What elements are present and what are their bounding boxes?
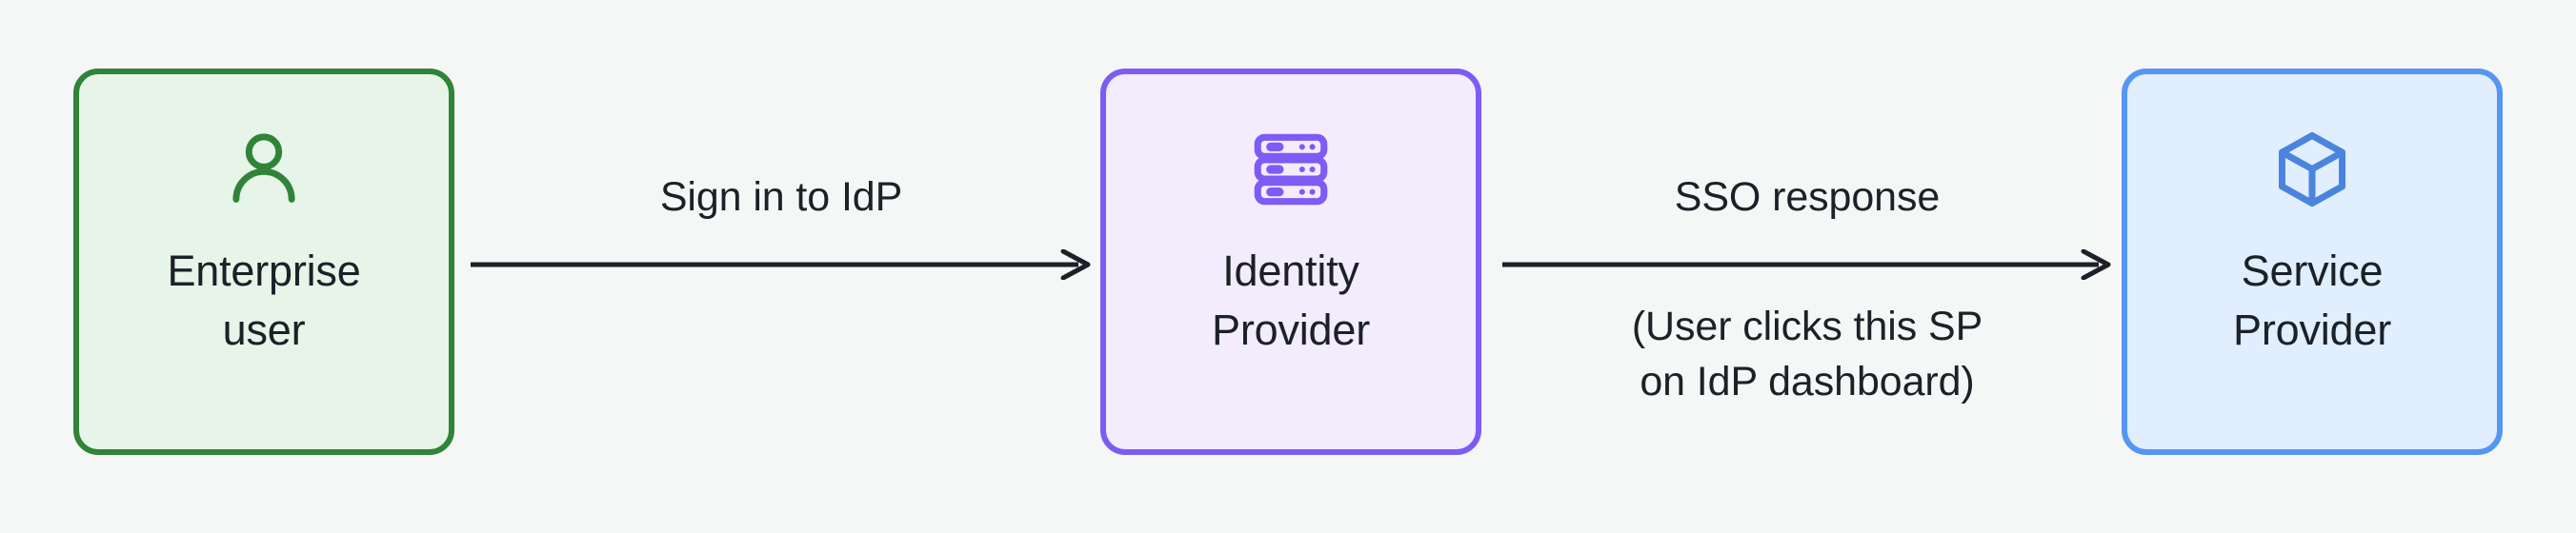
node-label-identity-provider: Identity Provider bbox=[1212, 247, 1370, 354]
edge-note-user-clicks-sp: (User clicks this SP on IdP dashboard) bbox=[1631, 304, 1983, 405]
arrow-user-to-idp bbox=[471, 249, 1091, 280]
arrow-idp-to-sp bbox=[1502, 249, 2111, 280]
node-service-provider[interactable]: Service Provider bbox=[2122, 69, 2503, 455]
cube-icon bbox=[2270, 124, 2354, 215]
edge-label-sso-response: SSO response bbox=[1674, 174, 1941, 220]
edge-label-sign-in-to-idp: Sign in to IdP bbox=[659, 174, 903, 220]
node-identity-provider[interactable]: Identity Provider bbox=[1100, 69, 1481, 455]
node-label-service-provider: Service Provider bbox=[2233, 247, 2391, 354]
server-icon bbox=[1250, 124, 1332, 215]
person-icon bbox=[220, 124, 308, 215]
node-enterprise-user[interactable]: Enterprise user bbox=[73, 69, 454, 455]
node-label-enterprise-user: Enterprise user bbox=[167, 247, 361, 354]
